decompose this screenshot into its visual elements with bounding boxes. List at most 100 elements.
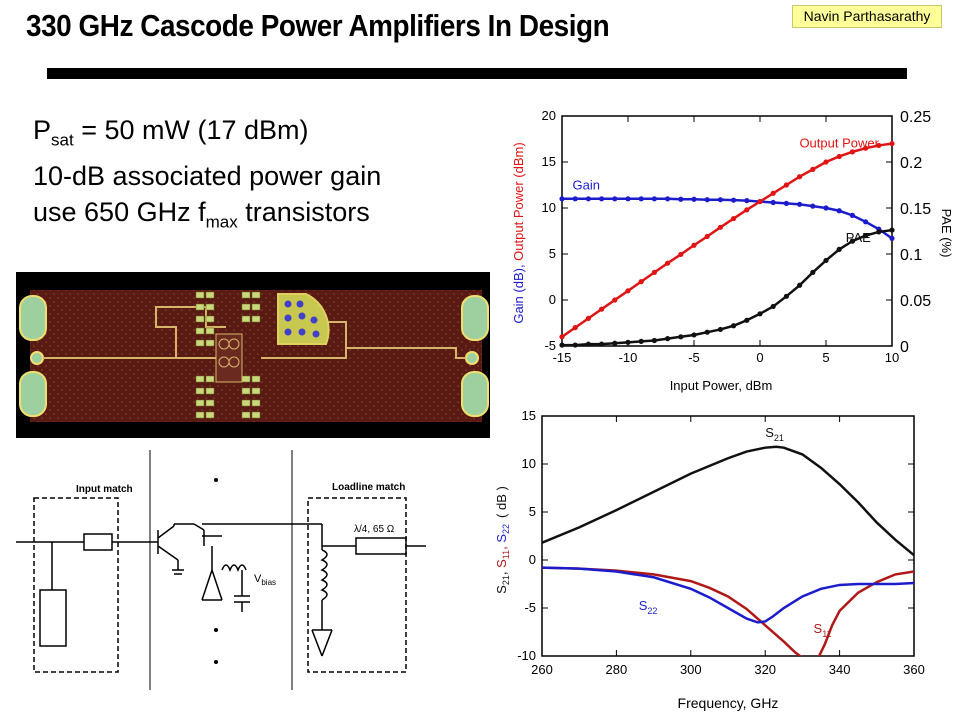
chart1-data-point bbox=[691, 196, 697, 202]
chart1-data-point bbox=[836, 153, 842, 160]
tline-label: λ/4, 65 Ω bbox=[354, 524, 395, 535]
chart1-left-tick-label: -5 bbox=[544, 338, 556, 353]
chart1-right-tick-label: 0.25 bbox=[900, 109, 931, 126]
chart1-right-tick-label: 0.05 bbox=[900, 293, 931, 310]
chart2-series-line bbox=[542, 566, 914, 656]
chart1-data-point bbox=[770, 199, 776, 206]
chart1-data-point bbox=[731, 215, 737, 222]
chart1-data-point bbox=[863, 145, 869, 151]
chart1-data-point bbox=[849, 238, 855, 244]
chart2-x-tick-label: 360 bbox=[903, 662, 925, 677]
chart2-x-tick-label: 320 bbox=[754, 662, 776, 677]
chart1-series-label: Gain bbox=[573, 178, 600, 193]
chart1-data-point bbox=[651, 196, 657, 202]
chart1-data-point bbox=[559, 334, 565, 340]
chart1-data-point bbox=[625, 288, 631, 294]
chart1-data-point bbox=[836, 246, 842, 252]
slide-title: 330 GHz Cascode Power Amplifiers In Desi… bbox=[26, 8, 610, 43]
spec-gain: 10-dB associated power gain bbox=[33, 161, 382, 192]
chart1-data-point bbox=[823, 257, 829, 264]
chart1-left-tick-label: 5 bbox=[549, 246, 556, 261]
chart1-left-tick-label: 0 bbox=[549, 292, 556, 307]
chart1-data-point bbox=[691, 242, 697, 248]
chart1-data-point bbox=[797, 174, 803, 180]
chart1-data-point bbox=[678, 251, 684, 258]
chart1-right-tick-label: 0.2 bbox=[900, 155, 922, 172]
chart1-data-point bbox=[585, 341, 591, 347]
chart1-data-point bbox=[612, 297, 618, 303]
chart2-y-axis-title: S21, S11, S22( dB ) bbox=[494, 486, 511, 594]
layout-capacitor-arrays bbox=[195, 291, 261, 419]
chart2-plot-frame bbox=[541, 415, 915, 657]
chart1-data-point bbox=[638, 279, 644, 285]
chart1-data-point bbox=[836, 208, 842, 214]
chart1-right-tick-label: 0.1 bbox=[900, 247, 922, 264]
chart1-data-point bbox=[599, 196, 605, 202]
chart1-data-point bbox=[849, 212, 855, 218]
layout-bypass-capacitor bbox=[277, 293, 330, 345]
chart2-x-tick-label: 300 bbox=[680, 662, 702, 677]
chart1-data-point bbox=[731, 197, 737, 203]
layout-transistors bbox=[215, 333, 243, 383]
chart2-x-tick-label: 260 bbox=[531, 662, 553, 677]
chart2-y-tick-label: -5 bbox=[524, 600, 536, 615]
title-rule bbox=[47, 68, 907, 79]
chart1-x-tick-label: 0 bbox=[756, 350, 763, 365]
chart1-data-point bbox=[651, 337, 657, 344]
power-sweep-chart: Gain (dB), Output Power (dBm) PAE (%) In… bbox=[511, 108, 954, 393]
chart1-data-point bbox=[797, 282, 803, 288]
chart1-data-point bbox=[744, 207, 750, 213]
chart1-series-line bbox=[561, 142, 893, 338]
input-pads bbox=[19, 295, 47, 417]
chart1-data-point bbox=[572, 196, 578, 202]
chart1-x-tick-label: -10 bbox=[619, 350, 638, 365]
input-match-label: Input match bbox=[76, 484, 133, 495]
chart1-data-point bbox=[651, 269, 657, 275]
chart1-data-point bbox=[599, 341, 605, 347]
chart1-data-point bbox=[625, 339, 631, 345]
chart1-data-point bbox=[744, 317, 750, 323]
chart1-x-axis-title: Input Power, dBm bbox=[670, 378, 773, 393]
layout-tlines bbox=[43, 306, 466, 359]
chart1-data-point bbox=[783, 200, 789, 206]
chart1-series-label: Output Power bbox=[799, 135, 879, 150]
loadline-match-box bbox=[307, 497, 407, 673]
chart1-data-point bbox=[572, 325, 578, 331]
chart2-series-line bbox=[542, 566, 914, 624]
chart1-x-tick-label: 5 bbox=[822, 350, 829, 365]
chart2-y-tick-label: 0 bbox=[529, 552, 536, 567]
chart1-series-label: PAE bbox=[846, 230, 871, 245]
chart2-series-label: S11 bbox=[814, 621, 832, 639]
chart2-x-tick-label: 340 bbox=[829, 662, 851, 677]
chart1-left-axis-title: Gain (dB), Output Power (dBm) bbox=[511, 142, 526, 323]
chart1-data-point bbox=[585, 196, 591, 202]
chart2-y-tick-label: 10 bbox=[522, 456, 536, 471]
chart1-data-point bbox=[638, 196, 644, 202]
chart1-right-tick-label: 0 bbox=[900, 339, 909, 356]
chart2-series-label: S22 bbox=[639, 598, 658, 616]
chart1-data-point bbox=[876, 229, 882, 235]
spec-list: Psat = 50 mW (17 dBm) 10-dB associated p… bbox=[33, 112, 381, 241]
chart1-data-point bbox=[744, 198, 750, 204]
chart1-data-point bbox=[717, 326, 723, 333]
chart1-data-point bbox=[823, 159, 829, 165]
chart1-left-tick-label: 10 bbox=[542, 200, 556, 215]
chart1-series-line bbox=[562, 197, 893, 240]
chart1-data-point bbox=[889, 227, 895, 233]
chart1-data-point bbox=[704, 329, 710, 335]
chart1-data-point bbox=[757, 198, 763, 205]
chart2-series-line bbox=[542, 445, 914, 557]
chart2-y-tick-label: 15 bbox=[522, 408, 536, 423]
chart1-data-point bbox=[797, 201, 803, 207]
chart1-data-point bbox=[665, 196, 671, 202]
chart1-data-point bbox=[559, 196, 565, 202]
chart1-data-point bbox=[599, 306, 605, 312]
chart1-data-point bbox=[757, 311, 763, 317]
chart1-data-point bbox=[783, 182, 789, 188]
chart1-data-point bbox=[638, 338, 644, 344]
chart1-x-tick-label: -5 bbox=[688, 350, 700, 365]
chart1-data-point bbox=[704, 197, 710, 203]
chart1-x-tick-label: -15 bbox=[553, 350, 572, 365]
chart1-data-point bbox=[823, 205, 829, 211]
